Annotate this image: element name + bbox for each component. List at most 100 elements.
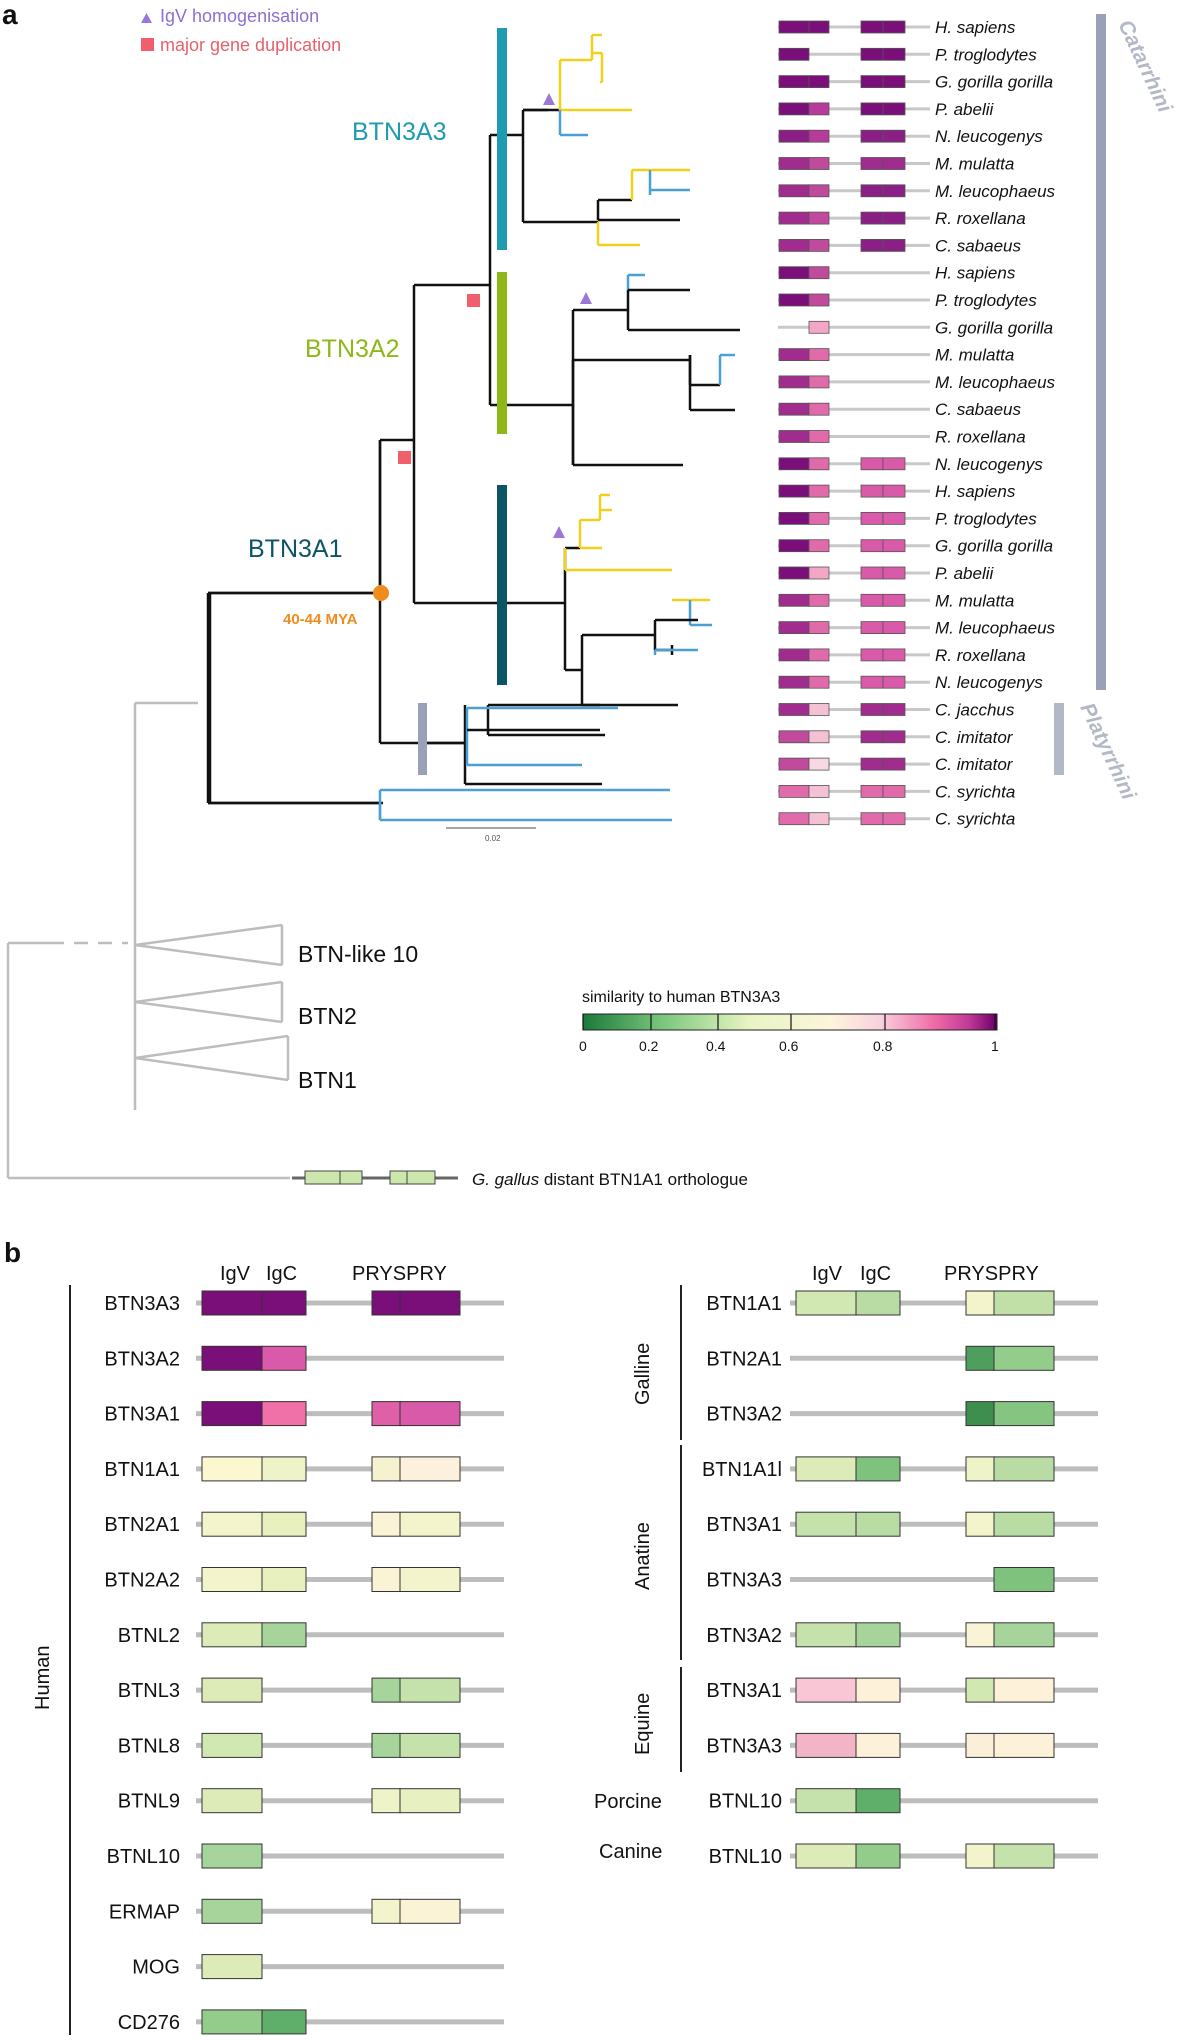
pry-domain — [860, 675, 884, 689]
species-name: G. gorilla gorilla — [935, 537, 1053, 556]
species-name: M. mulatta — [935, 155, 1014, 174]
igv-domain — [778, 621, 810, 634]
gene-name: BTN2A1 — [104, 1514, 180, 1536]
igv-domain — [201, 1843, 263, 1869]
species-name: R. roxellana — [935, 428, 1026, 447]
igv-domain — [795, 1732, 857, 1758]
spry-domain — [882, 184, 906, 198]
spry-domain — [882, 812, 906, 826]
gene-row: BTN3A1 — [706, 1511, 1098, 1537]
spry-domain — [882, 593, 906, 607]
igc-domain — [808, 266, 830, 280]
gene-row: BTN3A2 — [104, 1345, 504, 1371]
gene-row: CD276 — [118, 2009, 504, 2035]
outgroup-btn2: BTN2 — [298, 1003, 357, 1029]
species-name: H. sapiens — [935, 264, 1016, 283]
igv-domain — [201, 1788, 263, 1814]
pry-domain — [860, 102, 884, 116]
header-pryspry-right: PRYSPRY — [944, 1263, 1039, 1285]
igv-domain — [778, 675, 810, 689]
pry-domain — [860, 47, 884, 61]
pry-domain — [965, 1401, 995, 1427]
species-name: N. leucogenys — [935, 127, 1043, 146]
igv-domain — [778, 20, 810, 34]
species-row: N. leucogenys — [778, 455, 1043, 474]
pry-domain — [860, 75, 884, 88]
pry-domain — [965, 1677, 995, 1703]
igc-domain — [855, 1290, 901, 1316]
species-name: P. troglodytes — [935, 291, 1037, 310]
pry-domain — [371, 1732, 401, 1758]
colorbar-tick-label: 0.4 — [706, 1038, 726, 1054]
igc-domain — [261, 1401, 307, 1427]
pry-domain — [965, 1456, 995, 1482]
igc-domain — [261, 1567, 307, 1592]
igv-domain — [778, 539, 810, 553]
pry-domain — [860, 621, 884, 634]
igv-domain — [778, 430, 810, 443]
spry-domain — [993, 1567, 1055, 1592]
species-name: N. leucogenys — [935, 673, 1043, 692]
gene-row: BTN3A3 — [706, 1732, 1098, 1758]
gene-row: BTNL9 — [118, 1788, 504, 1814]
chicken-gene-diagram — [292, 1170, 458, 1185]
igv-domain — [778, 402, 810, 416]
human-gene-list: BTN3A3BTN3A2BTN3A1BTN1A1BTN2A1BTN2A2BTNL… — [104, 1290, 504, 2035]
gene-row: BTN3A1 — [706, 1677, 1098, 1703]
species-row: H. sapiens — [778, 264, 1016, 283]
spry-domain — [399, 1456, 461, 1482]
spry-domain — [993, 1456, 1055, 1482]
colorbar — [582, 1013, 998, 1031]
spry-domain — [993, 1290, 1055, 1316]
igc-domain — [261, 1511, 307, 1537]
pry-domain — [965, 1511, 995, 1537]
igc-domain — [808, 757, 830, 771]
clade-label-btn3a3: BTN3A3 — [352, 118, 446, 146]
species-row: H. sapiens — [778, 482, 1016, 501]
igc-domain — [261, 1456, 307, 1482]
species-name: P. abelii — [935, 564, 995, 583]
spry-domain — [993, 1401, 1055, 1427]
pry-domain — [860, 211, 884, 225]
clade-label-btn3a1: BTN3A1 — [248, 535, 342, 563]
igv-domain — [778, 785, 810, 798]
pry-domain — [860, 757, 884, 771]
pry-domain — [371, 1511, 401, 1537]
species-name: M. leucophaeus — [935, 373, 1056, 392]
equine-label: Equine — [632, 1693, 654, 1755]
header-igc-left: IgC — [266, 1263, 297, 1285]
species-row: C. jacchus — [778, 701, 1015, 720]
species-row: P. troglodytes — [778, 45, 1037, 64]
igv-domain — [795, 1788, 857, 1814]
igv-domain — [778, 512, 810, 525]
species-row: N. leucogenys — [778, 127, 1043, 146]
species-row: M. mulatta — [778, 155, 1014, 174]
spry-domain — [882, 238, 906, 252]
chicken-orthologue-label: G. gallus distant BTN1A1 orthologue — [472, 1170, 748, 1189]
pry-domain — [371, 1898, 401, 1924]
species-name: C. syrichta — [935, 810, 1015, 829]
igv-homogenisation-triangle-icon — [141, 13, 152, 23]
pry-domain — [860, 539, 884, 553]
igc-domain — [808, 402, 830, 416]
species-name: N. leucogenys — [935, 455, 1043, 474]
igv-domain — [778, 566, 810, 580]
species-name: P. abelii — [935, 100, 995, 119]
igv-domain — [795, 1290, 857, 1316]
igc-domain — [808, 211, 830, 225]
igv-domain — [778, 184, 810, 198]
spry-domain — [993, 1732, 1055, 1758]
igv-domain — [778, 75, 810, 88]
species-name: C. sabaeus — [935, 400, 1021, 419]
igc-domain — [808, 184, 830, 198]
gene-row: BTNL8 — [118, 1732, 504, 1758]
igv-domain — [778, 812, 810, 826]
spry-domain — [399, 1732, 461, 1758]
spry-domain — [399, 1290, 461, 1316]
igc-domain — [855, 1843, 901, 1869]
gene-name: ERMAP — [109, 1901, 180, 1923]
gene-name: BTNL10 — [107, 1846, 180, 1868]
pry-domain — [860, 512, 884, 525]
pry-domain — [965, 1345, 995, 1371]
gene-name: MOG — [132, 1957, 180, 1979]
